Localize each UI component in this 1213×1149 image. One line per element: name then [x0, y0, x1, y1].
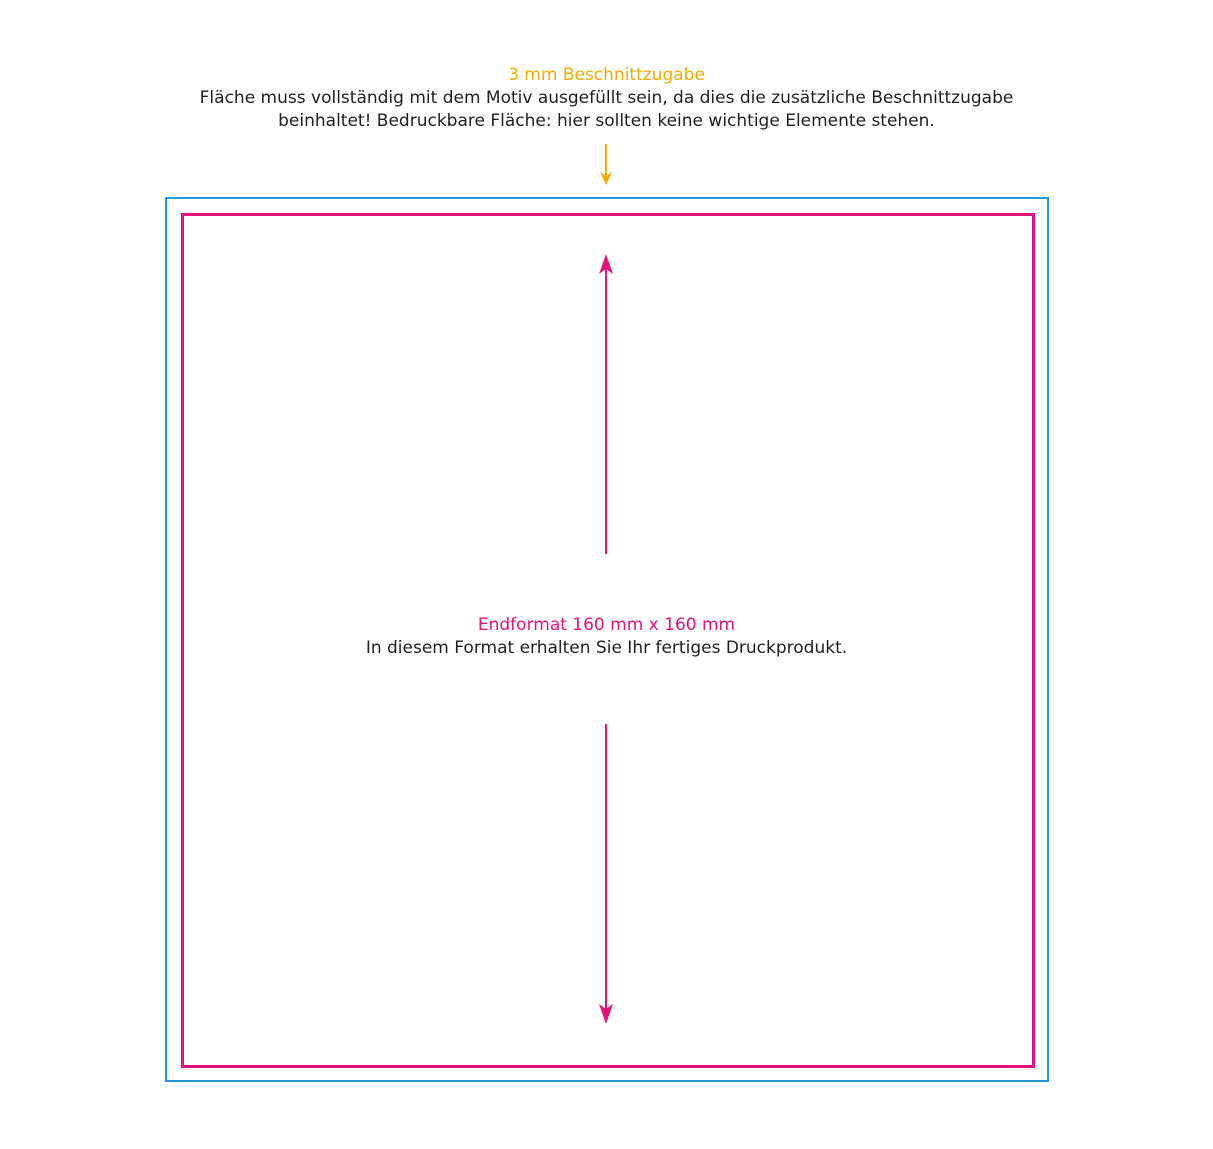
bleed-area-box [165, 197, 1049, 1082]
bleed-info: 3 mm Beschnittzugabe Fläche muss vollstä… [0, 64, 1213, 133]
trim-info: Endformat 160 mm x 160 mm In diesem Form… [0, 614, 1213, 660]
trim-area-box [181, 213, 1035, 1068]
bleed-arrow-down-icon [600, 144, 612, 185]
dimension-arrow-down-icon [599, 724, 613, 1024]
trim-title: Endformat 160 mm x 160 mm [477, 615, 736, 635]
trim-description: In diesem Format erhalten Sie Ihr fertig… [365, 638, 848, 658]
bleed-description: Fläche muss vollständig mit dem Motiv au… [199, 88, 1014, 131]
dimension-arrow-up-icon [599, 254, 613, 554]
bleed-title: 3 mm Beschnittzugabe [508, 65, 705, 85]
